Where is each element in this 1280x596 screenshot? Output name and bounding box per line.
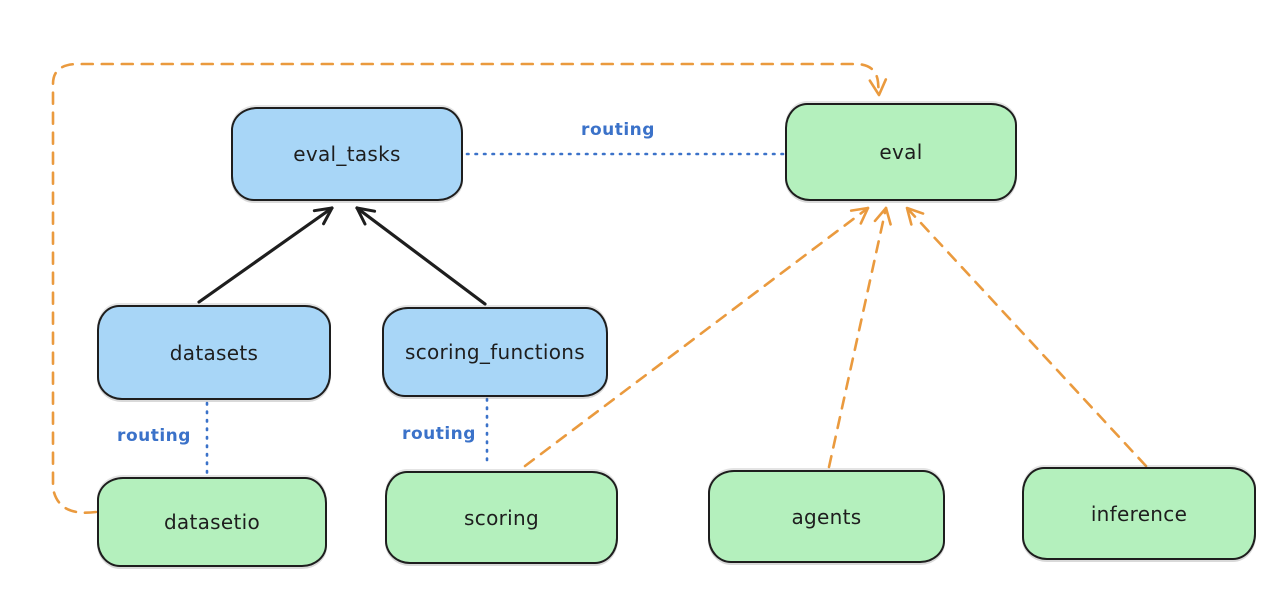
node-scoring-label: scoring [464,505,539,530]
node-eval-tasks: eval_tasks [231,107,463,201]
node-agents: agents [708,470,945,563]
node-datasets-label: datasets [169,340,259,365]
edge-datasets-to-eval-tasks-arrow [197,206,334,304]
node-inference-label: inference [1090,501,1188,526]
edge-datasetio-to-eval-arrow [51,62,888,515]
edge-agents-to-eval-arrow [827,206,892,469]
node-scoring: scoring [385,471,618,564]
edge-scoring-functions-to-eval-tasks-arrow [355,206,487,306]
node-eval-tasks-label: eval_tasks [293,142,401,166]
node-datasetio-label: datasetio [163,510,261,534]
node-eval: eval [785,103,1017,201]
node-agents-label: agents [791,504,862,529]
node-datasetio: datasetio [97,477,327,567]
edge-scoring-to-eval-arrow [523,206,870,468]
node-scoring-functions: scoring_functions [382,307,608,397]
node-inference: inference [1022,467,1256,560]
routing-label-eval-tasks-eval: routing [581,120,655,140]
node-datasets: datasets [97,305,331,400]
routing-label-scoring-functions-scoring: routing [402,424,476,444]
edge-inference-to-eval-arrow [905,206,1148,468]
routing-label-datasets-datasetio: routing [117,426,191,446]
node-scoring-functions-label: scoring_functions [404,340,586,364]
node-eval-label: eval [879,140,923,164]
